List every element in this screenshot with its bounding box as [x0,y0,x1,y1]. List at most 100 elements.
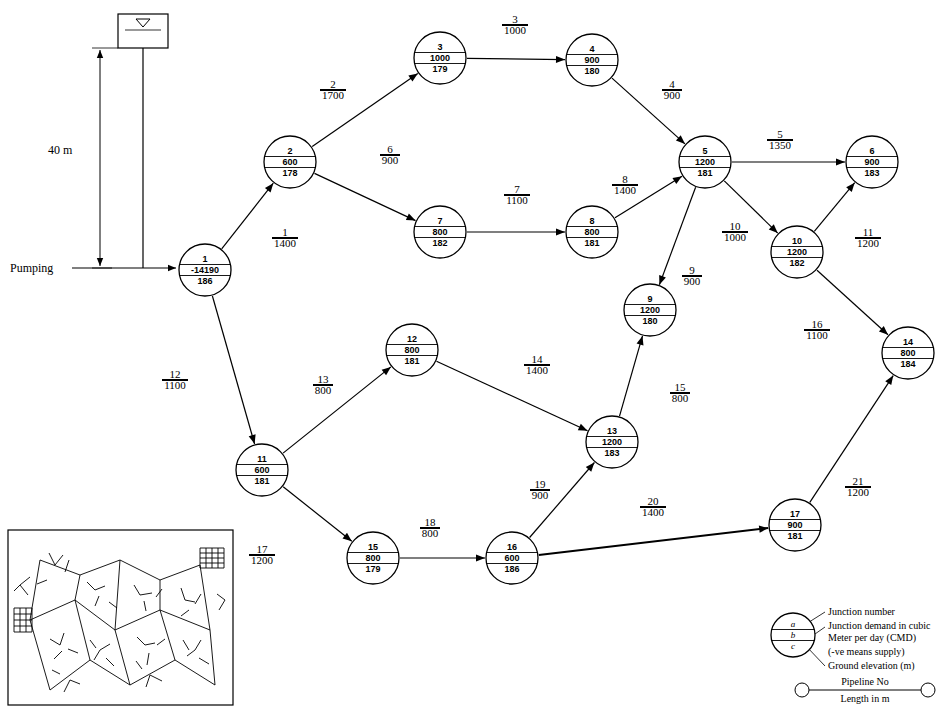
junction-demand: 800 [900,348,915,359]
pumping-label: Pumping [10,261,53,275]
junction-node: 11600181 [235,443,289,497]
pipeline [612,78,685,144]
junction-number: 8 [589,216,594,227]
pipeline [400,557,485,558]
junction-text-stack: 16600186 [504,542,519,575]
junction-node: 17900181 [768,498,822,552]
ground-elevation: 182 [789,258,804,269]
pipe-label: 14 1400 [524,354,550,376]
ground-elevation: 183 [864,168,879,179]
junction-number: 17 [790,509,800,520]
pipe-label: 12 1100 [162,369,188,391]
dimension-label: 40 m [48,143,72,157]
ground-elevation: 180 [584,66,599,77]
pipe-label: 6 900 [380,144,401,166]
junction-node: 16600186 [485,531,539,585]
legend-text: Length in m [841,693,890,705]
ground-elevation: 179 [432,64,447,75]
junction-number: 2 [287,146,292,157]
junction-number: 9 [647,294,652,305]
junction-text-stack: 1-14190186 [191,254,219,287]
pipe-label: 3 1000 [502,14,528,36]
junction-number: 3 [437,42,442,53]
pipeline [222,183,274,249]
pipe-label: 11 1200 [855,227,881,249]
pipe-label: 2 1700 [320,79,346,101]
pipe-label: 13 800 [313,374,334,396]
junction-node: 91200180 [623,283,677,337]
ground-elevation: c [791,641,795,652]
junction-demand: 1200 [787,247,807,258]
ground-elevation: 186 [197,276,212,287]
pipe-label: 7 1100 [504,184,530,206]
junction-text-stack: 17900181 [787,509,802,542]
dimension-arrow [100,50,101,266]
pipeline [283,367,391,453]
junction-text-stack: 51200181 [695,146,715,179]
ground-elevation: 184 [900,359,915,370]
pipeline [437,361,588,430]
junction-demand: 900 [787,520,802,531]
junction-text-stack: abc [791,619,796,652]
junction-demand: 800 [404,345,419,356]
ground-elevation: 181 [584,238,599,249]
riser-pipe [142,48,143,268]
junction-number: 13 [607,426,617,437]
legend-text: Junction number [828,606,940,618]
ground-elevation: 181 [254,476,269,487]
junction-text-stack: 15800179 [365,542,380,575]
junction-number: 15 [368,542,378,553]
junction-demand: 800 [584,227,599,238]
junction-number: 1 [202,254,207,265]
pipe-label: 15 800 [670,382,691,404]
junction-node: 131200183 [585,415,639,469]
water-line [125,30,161,31]
legend-text: Junction demand in cubic Meter per day (… [828,620,940,644]
junction-node: 51200181 [678,135,732,189]
junction-demand: 600 [282,157,297,168]
pipe-label: 8 1400 [612,174,638,196]
junction-text-stack: 131200183 [602,426,622,459]
ground-elevation: 182 [432,238,447,249]
junction-text-stack: 2600178 [282,146,297,179]
junction-demand: 900 [864,157,879,168]
junction-text-stack: 11600181 [254,454,269,487]
junction-node: 2600178 [263,135,317,189]
junction-text-stack: 91200180 [640,294,660,327]
pipeline [283,487,352,541]
ground-elevation: 178 [282,168,297,179]
junction-node: 12800181 [385,323,439,377]
junction-number: 16 [507,542,517,553]
pipe-label: 21 1200 [845,476,871,498]
pipeline [814,183,854,232]
pipe-label: 19 900 [530,479,551,501]
pipeline [539,528,768,555]
junction-node: 8800181 [565,205,619,259]
junction-node: 31000179 [413,31,467,85]
legend-junction-circle: abc [770,612,816,658]
pipe-label: 20 1400 [640,496,666,518]
legend-text: Ground elevation (m) [828,660,940,672]
junction-text-stack: 7800182 [432,216,447,249]
reservoir-tank [118,14,168,48]
legend-text: (-ve means supply) [828,646,940,658]
junction-node: 15800179 [346,531,400,585]
junction-number: 5 [702,146,707,157]
pipe-label: 18 800 [420,517,441,539]
junction-number: a [791,619,796,630]
junction-number: 4 [589,44,594,55]
junction-number: 12 [407,334,417,345]
junction-demand: -14190 [191,265,219,276]
junction-text-stack: 4900180 [584,44,599,77]
pipe-label: 4 900 [662,79,683,101]
junction-number: 7 [437,216,442,227]
ground-elevation: 181 [697,168,712,179]
junction-node: 101200182 [770,225,824,279]
junction-text-stack: 12800181 [404,334,419,367]
junction-number: 10 [792,236,802,247]
junction-text-stack: 6900183 [864,146,879,179]
